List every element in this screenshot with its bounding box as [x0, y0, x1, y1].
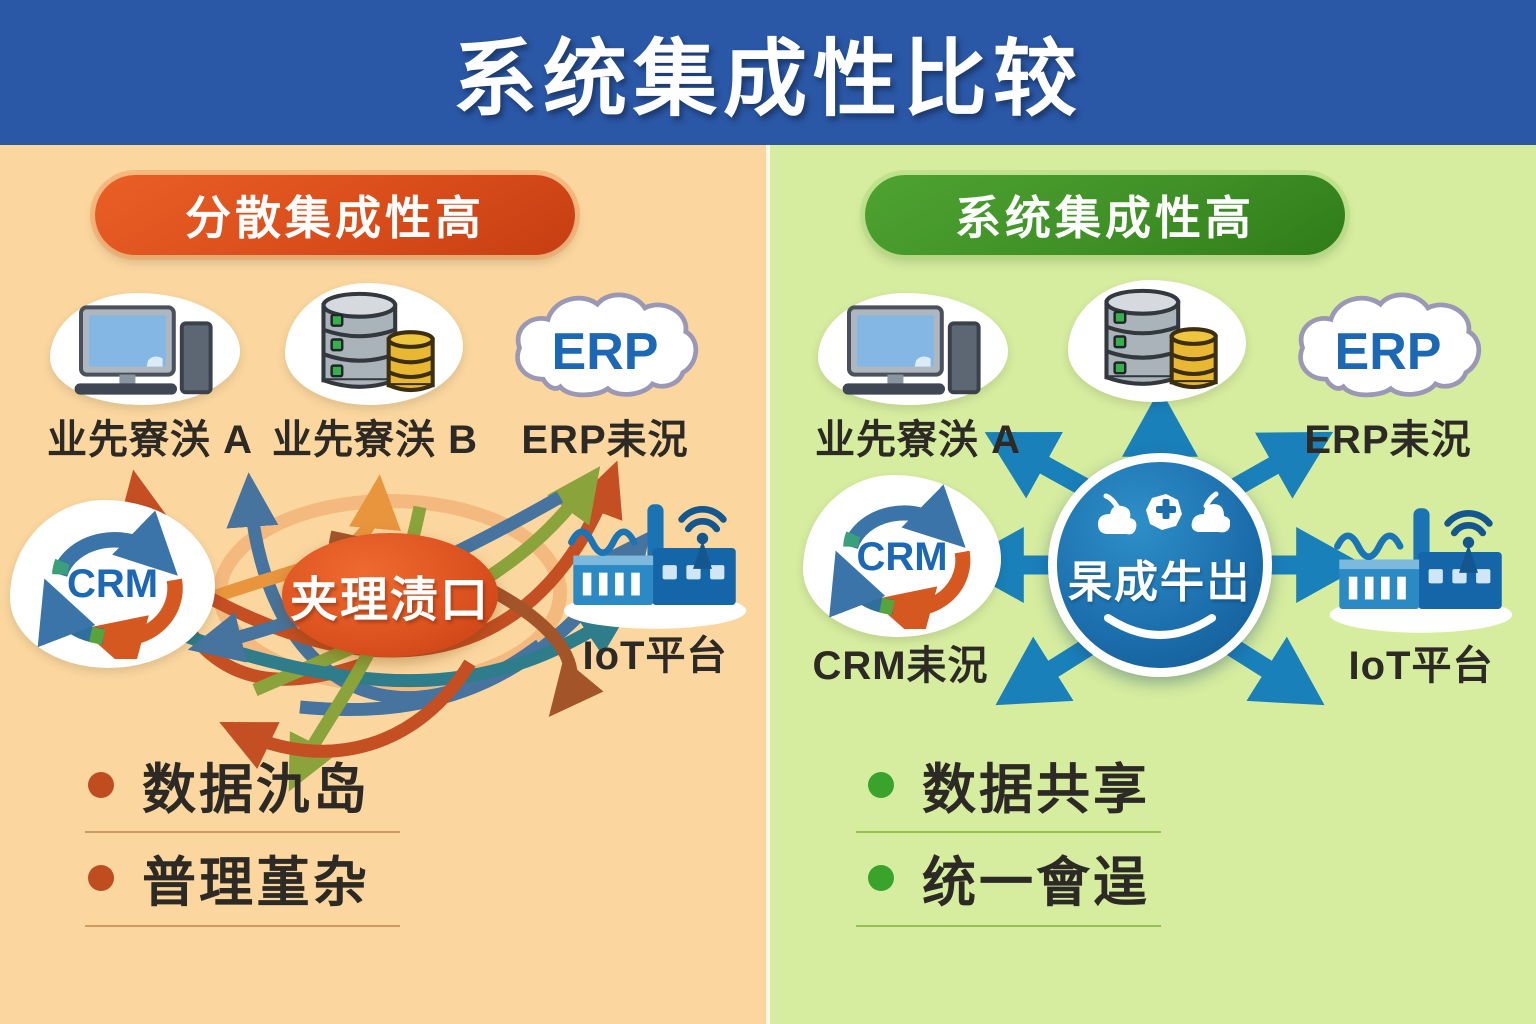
panel-divider: [766, 145, 770, 1024]
crm-icon-text: CRM: [856, 535, 948, 579]
right-node-iot: [1326, 487, 1516, 635]
crm-icon-text: CRM: [66, 562, 159, 606]
right-hub-platform: 杲成牛岀: [1048, 453, 1272, 677]
page-title: 系统集成性比较: [452, 32, 1083, 126]
erp-icon-text: ERP: [551, 323, 659, 381]
factory-iot-icon: [1326, 487, 1516, 635]
right-bullet-1-underline: [856, 831, 1161, 833]
left-header-label: 分散集成性高: [185, 192, 485, 244]
right-panel-integrated: 系统集成性高 业先寮浂 A ERP ERP耒況 CRM CRM耒況 IoT平台: [768, 145, 1536, 1024]
bullet-dot-icon: [868, 771, 894, 798]
bullet-dot-icon: [88, 771, 114, 798]
erp-icon-text: ERP: [1334, 323, 1442, 381]
database-icon: [300, 289, 448, 399]
bullet-dot-icon: [88, 864, 114, 891]
left-bullet-2: 普理堇杂: [88, 838, 370, 917]
left-node-iot: [560, 483, 750, 631]
left-node-system-b-label: 业先寮浂 B: [272, 418, 478, 462]
computer-icon: [65, 301, 225, 397]
database-icon: [1083, 286, 1231, 396]
left-hub-interface: 夹理渍口: [282, 533, 498, 657]
left-node-system-a: [50, 293, 240, 405]
left-bullet-1-underline: [85, 831, 400, 833]
right-node-crm-label: CRM耒況: [812, 644, 989, 688]
right-bullet-2: 统一會逞: [868, 838, 1150, 917]
right-node-system-a-label: 业先寮浂 A: [815, 418, 1021, 462]
right-bullet-1-text: 数据共享: [922, 760, 1150, 820]
smile-arc-icon: [1104, 614, 1216, 639]
right-node-erp-label: ERP耒況: [1304, 418, 1472, 462]
factory-iot-icon: [560, 483, 750, 631]
right-bullet-2-text: 统一會逞: [922, 853, 1150, 913]
left-node-system-b: [285, 283, 463, 405]
right-node-crm: CRM: [803, 475, 1001, 637]
right-node-iot-label: IoT平台: [1348, 644, 1494, 688]
right-node-database: [1068, 280, 1246, 402]
left-node-erp-label: ERP耒況: [521, 418, 689, 462]
computer-icon: [833, 301, 993, 397]
left-bullet-1: 数据氿岛: [88, 745, 370, 824]
left-node-system-a-label: 业先寮浂 A: [47, 418, 253, 462]
left-panel-scattered: 分散集成性高 业先寮浂 A 业先寮浂 B ERP ERP耒況 CRM IoT平台…: [0, 145, 768, 1024]
right-hub-label: 杲成牛岀: [1068, 558, 1252, 607]
integration-plugins-icon: [1098, 491, 1230, 535]
right-node-erp: ERP: [1288, 288, 1488, 402]
right-node-system-a: [818, 293, 1008, 405]
left-hub-label: 夹理渍口: [289, 574, 490, 627]
right-bullet-2-underline: [856, 925, 1161, 927]
left-node-erp: ERP: [505, 288, 705, 402]
left-bullet-2-text: 普理堇杂: [142, 853, 370, 913]
right-header-badge: 系统集成性高: [865, 175, 1345, 255]
right-bullet-1: 数据共享: [868, 745, 1150, 824]
left-bullet-1-text: 数据氿岛: [142, 760, 370, 820]
left-node-crm: CRM: [10, 500, 215, 668]
left-bullet-2-underline: [85, 925, 400, 927]
left-node-iot-label: IoT平台: [582, 634, 728, 678]
title-banner: 系统集成性比较: [0, 0, 1536, 145]
bullet-dot-icon: [868, 864, 894, 891]
right-header-label: 系统集成性高: [955, 192, 1255, 244]
left-header-badge: 分散集成性高: [95, 175, 575, 255]
